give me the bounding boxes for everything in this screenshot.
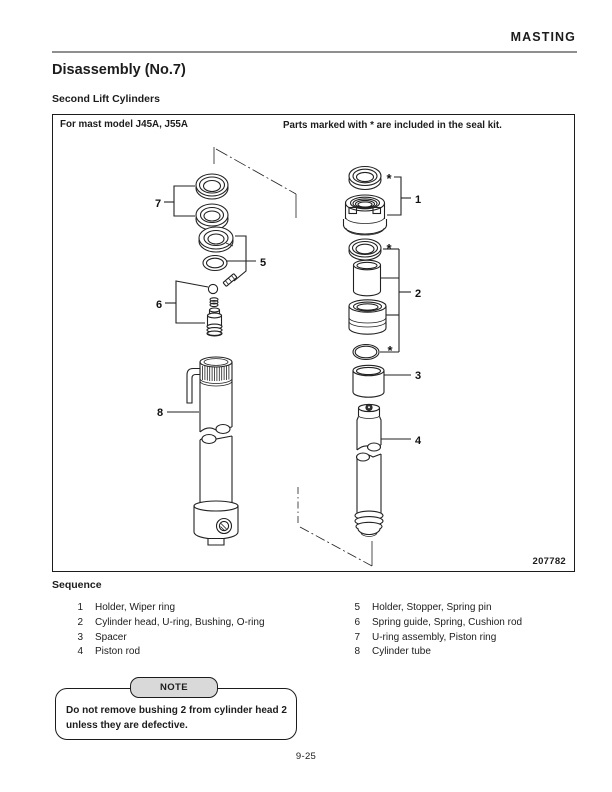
header-rule (52, 51, 577, 53)
figure-callout-5: 5 (260, 257, 266, 269)
callout-2-bracket (398, 249, 411, 352)
page-number: 9-25 (295, 751, 317, 762)
sequence-item-label: Piston rod (95, 646, 141, 658)
sequence-item-number: 1 (77, 602, 83, 613)
sequence-item-number: 2 (77, 616, 83, 628)
figure-callout-6: 6 (156, 299, 162, 311)
part2-cylinder-head (348, 299, 387, 335)
figure-callout-8: 8 (157, 407, 163, 419)
figure-number: 207782 (532, 556, 566, 567)
sequence-item-number: 7 (354, 631, 360, 643)
sequence-item-number: 4 (77, 646, 83, 658)
callout-7-bracket (164, 185, 195, 217)
figure-callout-4: 4 (415, 435, 422, 447)
seal-kit-asterisk: * (386, 171, 392, 186)
callout-5-bracket (226, 235, 256, 282)
sequence-item: 8 Cylinder tube (332, 645, 522, 660)
sequence-item: 6 Spring guide, Spring, Cushion rod (332, 616, 522, 631)
sequence-item-label: Cylinder head, U-ring, Bushing, O-ring (95, 616, 265, 628)
sequence-heading: Sequence (52, 579, 102, 591)
sequence-item: 4 Piston rod (52, 645, 265, 660)
seal-kit-asterisk: * (386, 241, 392, 256)
parts-diagram: 7 5 (155, 147, 422, 567)
sequence-item-number: 6 (354, 616, 360, 628)
part3-spacer (352, 364, 385, 398)
mast-centerline-bottom (297, 487, 373, 567)
part2-o-ring (352, 343, 380, 361)
figure-callout-1: 1 (415, 194, 421, 206)
note-text: Do not remove bushing 2 from cylinder he… (66, 705, 287, 731)
mast-centerline-top (213, 147, 297, 218)
figure-box: For mast model J45A, J55A Parts marked w… (52, 114, 575, 572)
part5-holder (198, 226, 234, 253)
figure-callout-3: 3 (415, 370, 421, 382)
part1-holder-nut (342, 194, 388, 236)
callout-1-bracket (387, 176, 411, 216)
note-box: Do not remove bushing 2 from cylinder he… (55, 688, 297, 740)
sequence-item: 3 Spacer (52, 631, 265, 646)
sequence-item-label: Cylinder tube (372, 646, 431, 658)
sequence-item-label: Holder, Stopper, Spring pin (372, 602, 492, 613)
figure-callout-7: 7 (155, 198, 161, 210)
part4-piston-rod (354, 403, 384, 537)
running-header: MASTING (510, 30, 576, 44)
section-subtitle: Second Lift Cylinders (52, 93, 160, 105)
sequence-item-label: Spacer (95, 631, 127, 643)
part5-stopper (202, 254, 228, 272)
sequence-list-right: 5 Holder, Stopper, Spring pin 6 Spring g… (332, 601, 522, 660)
sequence-list-left: 1 Holder, Wiper ring 2 Cylinder head, U-… (52, 601, 265, 660)
part7-u-ring-assembly (195, 173, 229, 200)
note-tab: NOTE (130, 677, 218, 698)
sequence-item-label: Spring guide, Spring, Cushion rod (372, 616, 523, 628)
sequence-item-number: 3 (77, 631, 83, 643)
seal-kit-asterisk: * (387, 343, 393, 358)
sequence-item-number: 8 (354, 646, 360, 658)
part2-u-ring (348, 238, 382, 261)
part5-spring-pin (222, 273, 238, 287)
figure-callout-2: 2 (415, 288, 421, 300)
part8-cylinder-tube (186, 356, 239, 546)
sequence-item-label: U-ring assembly, Piston ring (372, 631, 497, 643)
part7-piston-ring (195, 203, 229, 231)
sequence-item-label: Holder, Wiper ring (95, 602, 176, 613)
sequence-item: 7 U-ring assembly, Piston ring (332, 631, 522, 646)
callout-6-bracket (165, 280, 209, 324)
figure-caption-sealkit: Parts marked with * are included in the … (283, 120, 502, 131)
part2-bushing (352, 259, 382, 297)
sequence-item: 1 Holder, Wiper ring (52, 601, 265, 616)
figure-caption-model: For mast model J45A, J55A (60, 119, 188, 130)
part6-spring (209, 297, 219, 308)
sequence-item: 5 Holder, Stopper, Spring pin (332, 601, 522, 616)
part6-cushion-rod (206, 307, 223, 337)
page-title: Disassembly (No.7) (52, 62, 186, 78)
part1-wiper-ring (348, 165, 382, 191)
sequence-item: 2 Cylinder head, U-ring, Bushing, O-ring (52, 616, 265, 631)
sequence-item-number: 5 (354, 602, 360, 613)
part6-spring-guide (207, 283, 219, 295)
